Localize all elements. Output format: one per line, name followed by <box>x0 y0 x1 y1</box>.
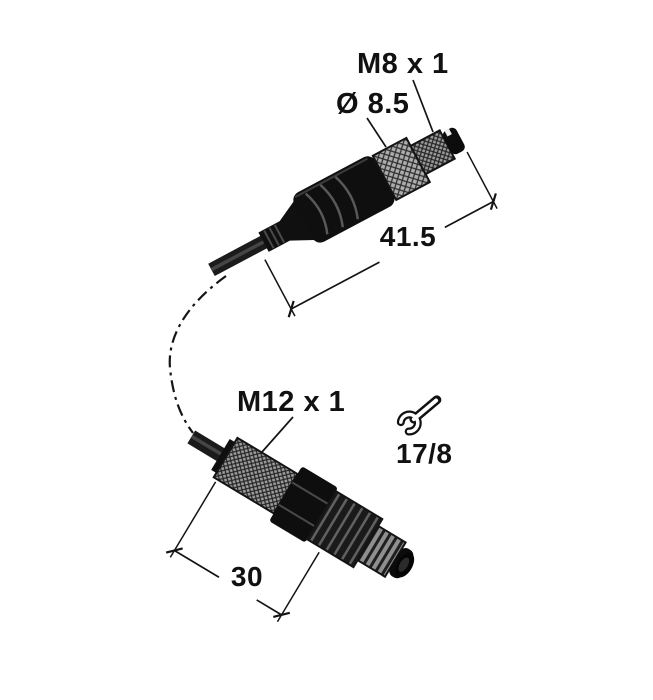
m8-thread-label: M8 x 1 <box>357 48 449 80</box>
wrench-icon <box>396 395 442 436</box>
m8-diameter-leader <box>366 117 387 148</box>
m8-tip <box>442 127 465 155</box>
m12-hex-nut <box>270 467 337 542</box>
m12-thread-leader <box>261 416 294 453</box>
m12-length-label: 30 <box>231 561 263 592</box>
m8-thread-leader <box>412 79 434 133</box>
m8-diameter-label: Ø 8.5 <box>336 88 409 120</box>
wrench-size-label: 17/8 <box>396 438 453 469</box>
m8-length-label: 41.5 <box>380 221 437 252</box>
m12-thread-label: M12 x 1 <box>237 386 345 418</box>
m8-dimension-lines <box>264 151 498 318</box>
m8-connector <box>208 127 498 318</box>
m12-tip-face <box>389 548 415 579</box>
m12-dimension-lines <box>165 481 320 623</box>
m8-body <box>293 156 395 243</box>
m12-connector <box>165 430 415 623</box>
m8-strain-relief <box>258 201 315 252</box>
m8-cable <box>208 233 272 277</box>
cable-arc <box>168 275 227 434</box>
m12-cable <box>187 430 227 462</box>
